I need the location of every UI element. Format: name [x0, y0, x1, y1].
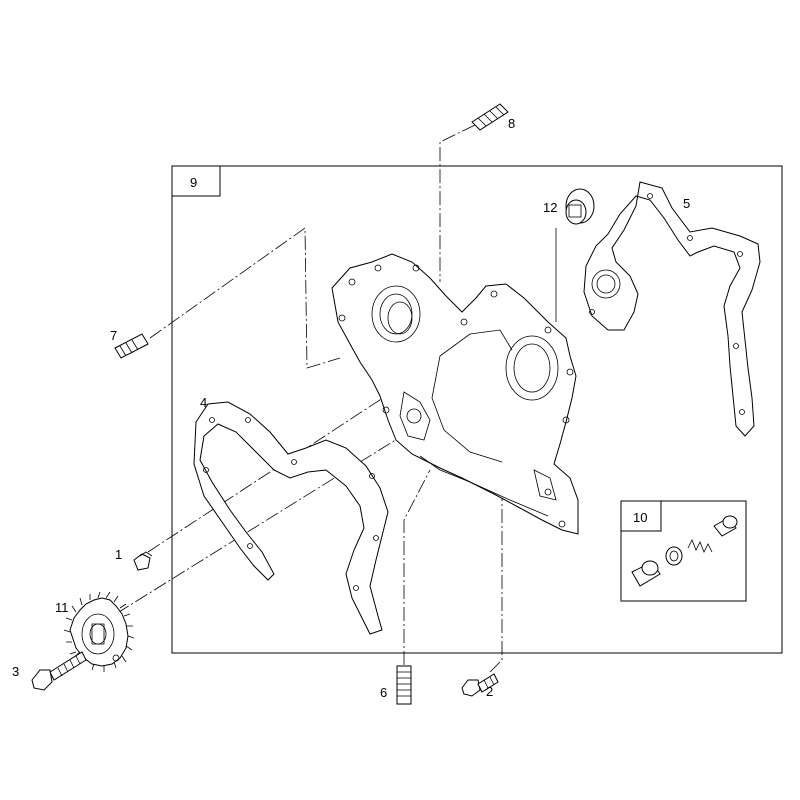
- gasket-part-4: [193, 401, 389, 635]
- callout-4: 4: [200, 395, 207, 410]
- bolt-part-2: [461, 673, 499, 697]
- callout-10: 10: [633, 510, 647, 525]
- oil-seal-part-12: [565, 188, 595, 225]
- callout-2: 2: [486, 684, 493, 699]
- callout-11: 11: [55, 600, 69, 615]
- assembly-frame: [171, 165, 783, 654]
- callout-7: 7: [110, 328, 117, 343]
- callout-9: 9: [190, 175, 197, 190]
- callout-box-10: [620, 500, 662, 532]
- gear-part-11: [63, 591, 135, 672]
- callout-box-9: [171, 165, 221, 197]
- callout-6: 6: [380, 685, 387, 700]
- bolt-part-3: [31, 651, 87, 691]
- stud-part-7: [114, 333, 149, 359]
- callout-1: 1: [115, 547, 122, 562]
- leader-lines: [57, 124, 557, 673]
- bolt-part-1: [133, 551, 153, 571]
- subassembly-frame: [620, 500, 747, 602]
- relief-valve-kit-part-10: [631, 515, 738, 587]
- callout-8: 8: [508, 116, 515, 131]
- callout-3: 3: [12, 664, 19, 679]
- stud-part-6: [396, 665, 412, 705]
- callout-5: 5: [683, 196, 690, 211]
- gasket-part-5: [583, 181, 761, 437]
- stud-part-8: [471, 103, 509, 131]
- callout-12: 12: [543, 200, 557, 215]
- timing-cover-part-9: [331, 253, 579, 535]
